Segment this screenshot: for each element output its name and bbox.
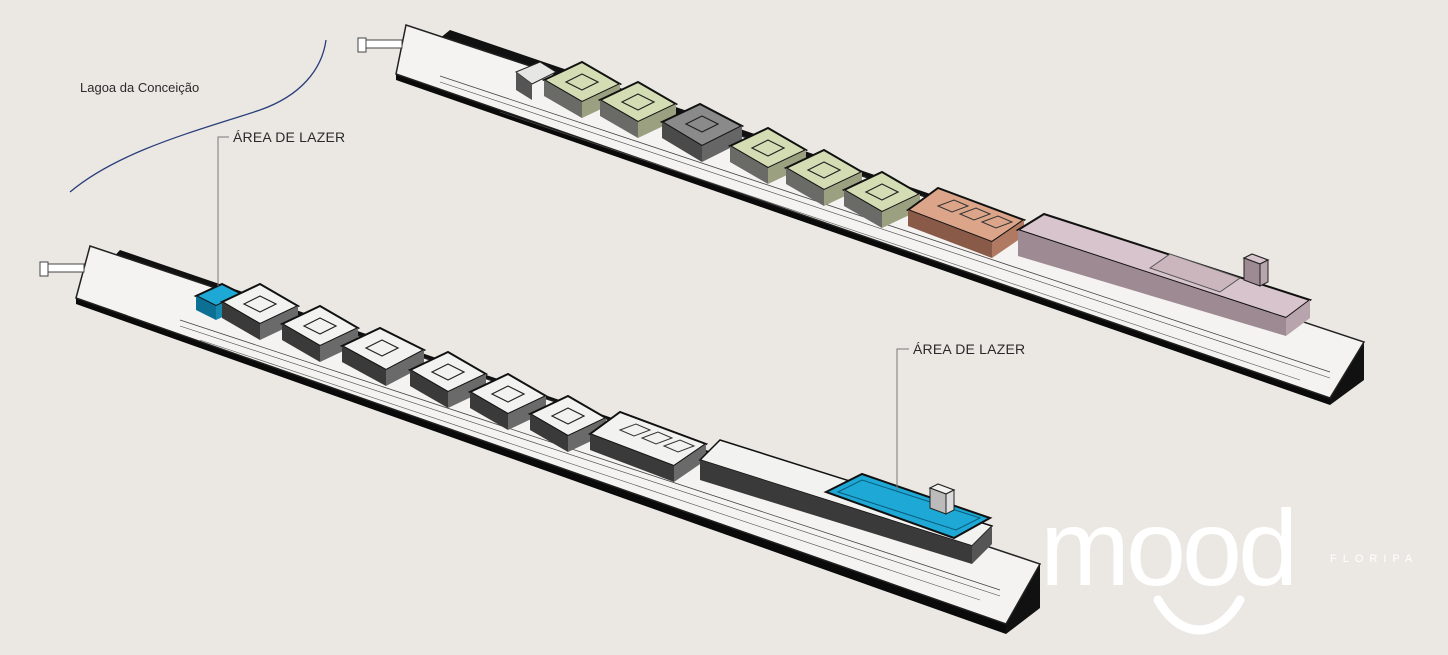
lagoon-label: Lagoa da Conceição — [80, 80, 200, 95]
house-block-white-1 — [219, 282, 301, 340]
pier-icon — [39, 261, 85, 277]
logo-subtitle: FLORIPA — [1330, 553, 1418, 565]
pier-icon — [357, 37, 403, 53]
leader-line-lazer-1 — [217, 136, 229, 286]
site-strip-bottom — [39, 245, 1042, 634]
house-block-green-4 — [783, 148, 865, 206]
logo-wordmark: mood — [1040, 500, 1294, 608]
site-strip-top — [357, 24, 1366, 405]
lagoon-shoreline — [69, 39, 327, 193]
leisure-area-label-bottom: ÁREA DE LAZER — [913, 341, 1026, 357]
apartment-block-mauve — [1015, 212, 1313, 336]
leisure-area-label-top: ÁREA DE LAZER — [233, 129, 346, 145]
leader-line-lazer-2 — [896, 348, 909, 490]
house-block-green-2 — [597, 80, 679, 138]
apartment-block-white — [587, 410, 709, 482]
house-block-white-4 — [407, 350, 489, 408]
block-top-entry — [515, 61, 558, 100]
house-block-white-5 — [467, 372, 549, 430]
house-block-white-3 — [339, 326, 427, 386]
leisure-rooftop — [823, 472, 993, 540]
house-block-white-2 — [279, 304, 361, 362]
mood-floripa-logo: mood FLORIPA — [1040, 500, 1418, 635]
house-block-gray — [659, 102, 745, 162]
house-block-green-5 — [841, 170, 923, 228]
apartment-block-terracotta — [905, 186, 1027, 258]
house-block-white-6 — [527, 394, 609, 452]
